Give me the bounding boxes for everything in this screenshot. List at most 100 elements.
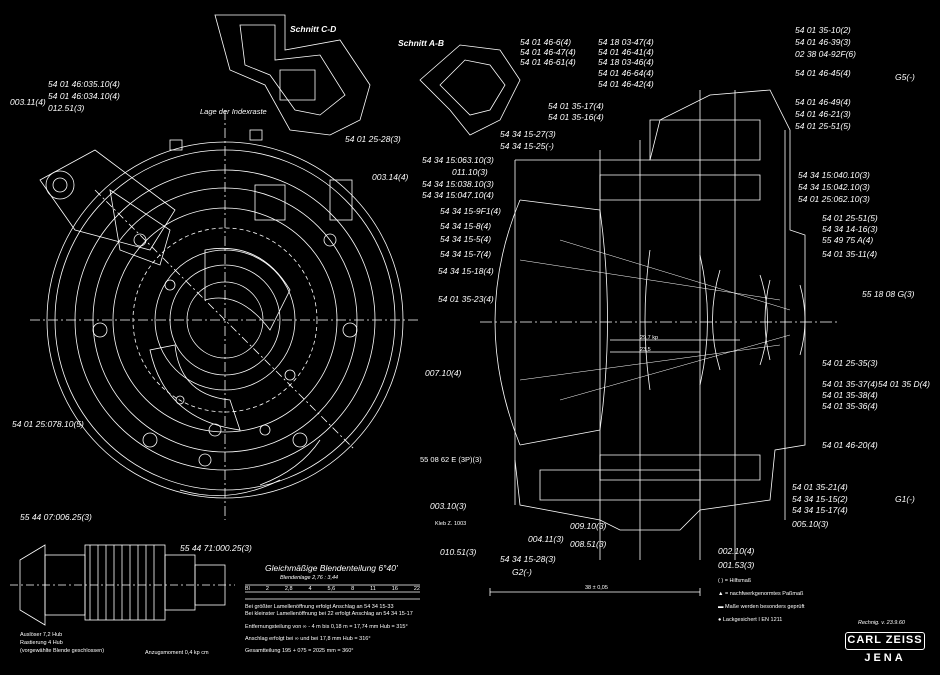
legend-item: ( ) = Hilfsmaß bbox=[718, 578, 752, 584]
group-label-g1: G1(-) bbox=[895, 494, 915, 504]
section-c-d-drawing bbox=[214, 14, 371, 136]
section-a-b-drawing bbox=[419, 44, 521, 136]
part-label: 007.10(4) bbox=[425, 368, 462, 378]
part-label: 54 01 46-45(4) bbox=[795, 68, 851, 78]
table-header-cell: Bl bbox=[245, 586, 250, 592]
dimension-label: 23,5 bbox=[640, 347, 651, 353]
carl-zeiss-logo: CARL ZEISS JENA bbox=[845, 630, 925, 668]
part-label: 54 34 15:040.10(3) bbox=[798, 170, 870, 180]
part-label: 54 01 35-16(4) bbox=[548, 112, 604, 122]
part-label: 54 01 35 D(4) bbox=[878, 379, 930, 389]
part-label: 002.10(4) bbox=[718, 546, 755, 556]
part-label: 008.51(3) bbox=[570, 539, 607, 549]
part-label: 54 01 35-36(4) bbox=[822, 401, 878, 411]
part-label: 55 18 08 G(3) bbox=[862, 289, 915, 299]
part-label: 54 01 35-21(4) bbox=[792, 482, 848, 492]
table-header-cell: 2 bbox=[265, 586, 269, 592]
part-label: 012.51(3) bbox=[48, 103, 85, 113]
part-label: 54 01 25-51(5) bbox=[795, 121, 851, 131]
part-label: 54 01 25-28(3) bbox=[345, 134, 401, 144]
part-label: 54 01 35-17(4) bbox=[548, 101, 604, 111]
part-label: 54 34 15-9F1(4) bbox=[440, 206, 501, 216]
part-label: 003.11(4) bbox=[10, 97, 46, 107]
part-label: 54 01 35-11(4) bbox=[822, 249, 878, 259]
date-stamp: Rechnig. v. 23.9.60 bbox=[858, 620, 905, 626]
legend-item: ▬ Maße werden besonders geprüft bbox=[718, 604, 805, 610]
part-label: 003.10(3) bbox=[430, 501, 467, 511]
part-label: 009.10(3) bbox=[570, 521, 607, 531]
part-label: 003.14(4) bbox=[372, 172, 409, 182]
part-label: 54 01 46-39(3) bbox=[795, 37, 851, 47]
part-label: 54 01 46:035.10(4) bbox=[48, 79, 120, 89]
part-label: 02 38 04-92F(6) bbox=[795, 49, 856, 59]
part-label: 54 01 46-6(4) bbox=[520, 37, 572, 47]
part-label: 54 34 15-17(4) bbox=[792, 505, 848, 515]
part-label: 54 01 46:034.10(4) bbox=[48, 91, 120, 101]
dimension-label: 38 ± 0,05 bbox=[585, 585, 608, 591]
table-note: Bei kleinster Lamellenöffnung bei 22 erf… bbox=[245, 611, 413, 617]
part-label: 54 34 15:042.10(3) bbox=[798, 182, 870, 192]
part-label: 54 01 25:078.10(5) bbox=[12, 419, 84, 429]
table-header-cell: 16 bbox=[391, 586, 398, 592]
part-label: 54 34 15-8(4) bbox=[440, 221, 492, 231]
part-label: 010.51(3) bbox=[440, 547, 477, 557]
table-title: Gleichmäßige Blendenteilung 6°40' bbox=[265, 563, 398, 573]
part-label: 54 34 15-27(3) bbox=[500, 129, 556, 139]
section-a-b-title: Schnitt A-B bbox=[398, 38, 444, 48]
legend-item: ▲ = nachfwerkgenormtes Paßmaß bbox=[718, 591, 804, 597]
part-label: 001.53(3) bbox=[718, 560, 755, 570]
part-label: 54 18 03-46(4) bbox=[598, 57, 654, 67]
side-note: Anzugsmoment 0,4 kp cm bbox=[145, 650, 209, 656]
part-label: 54 01 35-38(4) bbox=[822, 390, 878, 400]
part-label: 54 01 25-51(5) bbox=[822, 213, 878, 223]
part-label: 54 01 46-47(4) bbox=[520, 47, 576, 57]
logo-line2: JENA bbox=[864, 652, 906, 664]
part-label: 011.10(3) bbox=[452, 167, 488, 177]
part-label: 55 44 71:000.25(3) bbox=[180, 543, 252, 553]
logo-line1: CARL ZEISS bbox=[847, 634, 923, 646]
part-label: 005.10(3) bbox=[792, 519, 829, 529]
side-note: Auslöser 7,2 Hub bbox=[20, 632, 63, 638]
part-label: 55 44 07:006.25(3) bbox=[20, 512, 92, 522]
part-label: 54 34 14-16(3) bbox=[822, 224, 878, 234]
aperture-table-lines bbox=[245, 584, 420, 600]
table-subtitle: Blendenlage 2,76 : 3,44 bbox=[280, 575, 339, 581]
table-header-cell: 8 bbox=[351, 586, 355, 592]
table-header-cell: 11 bbox=[370, 586, 376, 592]
part-label: 55 49 75 A(4) bbox=[822, 235, 874, 245]
table-header: Bl 2 2,8 4 5,6 8 11 16 22 bbox=[245, 586, 420, 592]
part-label: 004.11(3) bbox=[528, 534, 564, 544]
part-label: 54 34 15-5(4) bbox=[440, 234, 492, 244]
part-label: 54 01 46-64(4) bbox=[598, 68, 654, 78]
lens-section-drawing bbox=[480, 89, 840, 596]
side-note: Rastierung 4 Hub bbox=[20, 640, 63, 646]
table-header-cell: 22 bbox=[413, 586, 420, 592]
part-label: 54 34 15:047.10(4) bbox=[422, 190, 494, 200]
group-label-g5: G5(-) bbox=[895, 72, 915, 82]
table-header-cell: 4 bbox=[308, 586, 312, 592]
part-label: 54 34 15:038.10(3) bbox=[422, 179, 494, 189]
part-label: 54 18 03-47(4) bbox=[598, 37, 654, 47]
part-label: 54 34 15-28(3) bbox=[500, 554, 556, 564]
part-label: 54 01 46-21(3) bbox=[795, 109, 851, 119]
side-note: (vorgewählte Blende geschlossen) bbox=[20, 648, 105, 654]
small-lens-drawing bbox=[10, 544, 235, 626]
dimension-label: 29,7 kp bbox=[640, 335, 659, 341]
table-note: Anschlag erfolgt bei ∞ und bei 17,8 mm H… bbox=[245, 636, 371, 642]
part-label: 54 01 25-35(3) bbox=[822, 358, 878, 368]
table-header-cell: 5,6 bbox=[327, 586, 336, 592]
group-label-g2: G2(-) bbox=[512, 567, 532, 577]
part-label: 54 34 15-25(-) bbox=[500, 141, 554, 151]
table-note: Entfernungsteilung von ∞ - 4 m bis 0,18 … bbox=[245, 624, 408, 630]
logo-frame bbox=[845, 632, 925, 650]
section-c-d-title: Schnitt C-D bbox=[290, 24, 337, 34]
part-label: 54 01 35-23(4) bbox=[438, 294, 494, 304]
part-label: 54 01 25:062.10(3) bbox=[798, 194, 870, 204]
front-view-drawing bbox=[30, 110, 420, 520]
part-label: Kleb Z. 1003 bbox=[435, 521, 467, 527]
part-label: 54 34 15-7(4) bbox=[440, 249, 492, 259]
index-note: Lage der Indexraste bbox=[200, 107, 267, 116]
part-label: 55 08 62 E (3P)(3) bbox=[420, 455, 482, 464]
legend-item: ● Lackgesichert I EN 1211 bbox=[718, 617, 783, 623]
